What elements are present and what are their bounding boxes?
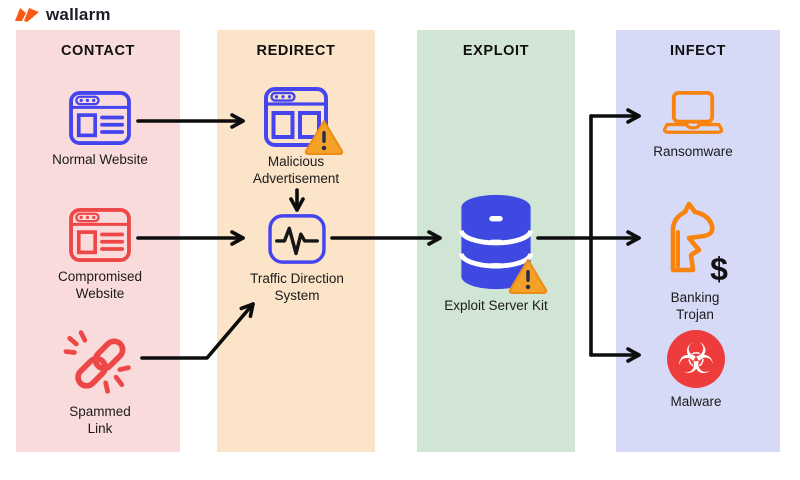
node-malware: ☣ Malware	[646, 330, 746, 411]
pulse-box-icon	[268, 214, 326, 264]
node-label: Ransomware	[653, 144, 733, 159]
warning-triangle-icon	[304, 120, 344, 155]
stage-header-infect: INFECT	[670, 43, 726, 59]
node-label: Normal Website	[52, 152, 148, 167]
node-label: Compromised Website	[57, 269, 143, 301]
wallarm-logo-icon	[15, 8, 39, 22]
browser-window-icon	[69, 207, 131, 263]
node-traffic-direction-system: Traffic Direction System	[232, 213, 362, 304]
node-label: Banking Trojan	[670, 290, 720, 322]
node-exploit-server-kit: Exploit Server Kit	[441, 192, 551, 315]
stage-header-redirect: REDIRECT	[256, 43, 336, 59]
node-malicious-advertisement: Malicious Advertisement	[226, 86, 366, 187]
brand-name: wallarm	[46, 5, 111, 24]
dollar-sign: $	[710, 251, 728, 284]
broken-link-icon	[63, 330, 131, 394]
node-normal-website: Normal Website	[50, 90, 150, 169]
warning-triangle-icon	[508, 259, 548, 294]
node-ransomware: Ransomware	[633, 90, 753, 161]
node-label: Spammed Link	[69, 404, 131, 436]
node-compromised-website: Compromised Website	[45, 207, 155, 302]
node-label: Traffic Direction System	[250, 271, 344, 303]
laptop-icon	[662, 90, 724, 134]
stage-header-exploit: EXPLOIT	[462, 43, 530, 59]
node-label: Exploit Server Kit	[444, 298, 548, 313]
browser-ads-icon	[264, 87, 328, 147]
browser-window-icon	[69, 90, 131, 146]
node-spammed-link: Spammed Link	[55, 326, 145, 437]
node-label: Malicious Advertisement	[252, 154, 340, 186]
stage-header-contact: CONTACT	[60, 43, 135, 59]
biohazard-icon: ☣	[667, 330, 725, 388]
database-icon	[458, 194, 534, 290]
node-label: Malware	[670, 394, 722, 409]
trojan-horse-icon: $	[670, 201, 728, 287]
wallarm-logo: wallarm	[14, 5, 111, 25]
node-banking-trojan: $ Banking Trojan	[650, 200, 740, 323]
